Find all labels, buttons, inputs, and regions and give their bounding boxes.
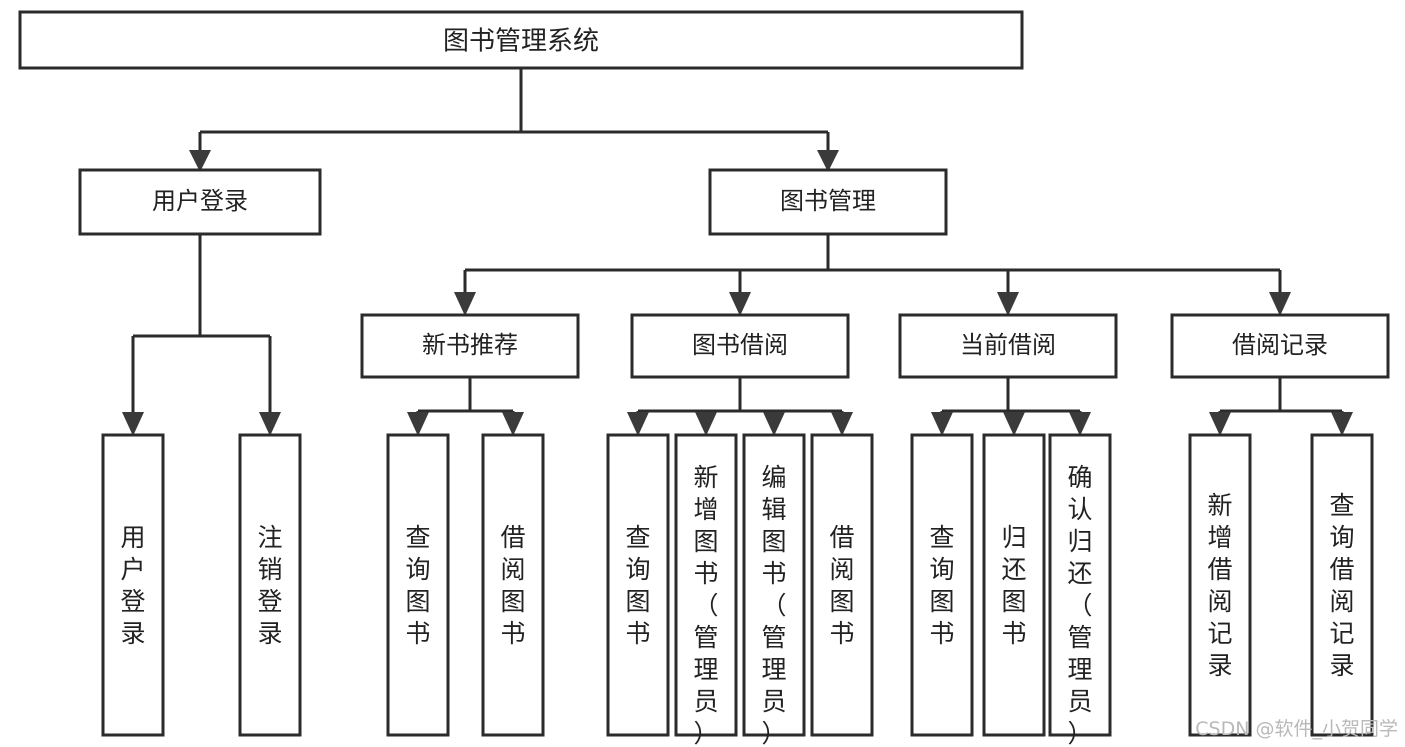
arrowhead-leaf-3 xyxy=(407,412,429,436)
node-new-book-recommend-box[interactable] xyxy=(360,313,580,379)
arrowhead-leaf-11 xyxy=(1069,412,1091,436)
leaf-node[interactable]: 注销登录 xyxy=(238,433,302,737)
leaf-node-label: 新增借阅记录 xyxy=(1207,491,1232,680)
leaf-node-label: 查询借阅记录 xyxy=(1329,491,1354,680)
arrowhead-leaf-4 xyxy=(502,412,524,436)
arrowhead-leaf-8 xyxy=(831,412,853,436)
node-borrow-record-box[interactable] xyxy=(1170,313,1390,379)
leaf-node-label: 查询图书 xyxy=(405,523,430,648)
leaf-node-label: 借阅图书 xyxy=(829,523,854,648)
leaf-node[interactable]: 新增借阅记录 xyxy=(1188,433,1252,737)
leaf-node[interactable]: 归还图书 xyxy=(982,433,1046,737)
arrowhead-leaf-5 xyxy=(627,412,649,436)
node-current-borrow-box[interactable] xyxy=(898,313,1118,379)
node-root-label: 图书管理系统 xyxy=(443,27,599,57)
leaf-node-label: 确认归还（管理员） xyxy=(1067,463,1092,747)
node-book-borrow-label: 图书借阅 xyxy=(692,331,788,359)
arrowhead-leaf-2 xyxy=(259,412,281,436)
leaf-node-box[interactable] xyxy=(101,433,165,737)
leaf-node[interactable]: 借阅图书 xyxy=(810,433,874,737)
leaf-node[interactable]: 查询图书 xyxy=(386,433,450,737)
arrowhead-book-mgmt xyxy=(817,150,839,172)
node-book-management-box[interactable] xyxy=(708,168,948,236)
node-book-management[interactable]: 图书管理 xyxy=(708,168,948,236)
arrowhead-user-login xyxy=(189,150,211,172)
leaf-node[interactable]: 查询图书 xyxy=(910,433,974,737)
leaf-node-box[interactable] xyxy=(674,433,738,737)
leaf-node[interactable]: 确认归还（管理员） xyxy=(1048,433,1112,747)
leaf-node-box[interactable] xyxy=(481,433,545,737)
node-current-borrow-label: 当前借阅 xyxy=(960,331,1056,359)
node-book-borrow-box[interactable] xyxy=(630,313,850,379)
node-user-login-label: 用户登录 xyxy=(152,187,248,215)
leaf-node-label: 编辑图书（管理员） xyxy=(761,463,786,747)
leaf-node[interactable]: 新增图书（管理员） xyxy=(674,433,738,747)
leaf-node-box[interactable] xyxy=(982,433,1046,737)
leaf-node-box[interactable] xyxy=(810,433,874,737)
arrowhead-leaf-6 xyxy=(695,412,717,436)
node-new-book-recommend-label: 新书推荐 xyxy=(422,331,518,359)
arrowhead-current-borrow xyxy=(997,292,1019,316)
csdn-watermark: CSDN @软件_小贺同学 xyxy=(1195,718,1398,740)
leaf-node[interactable]: 用户登录 xyxy=(101,433,165,737)
leaf-node-label: 查询图书 xyxy=(929,523,954,648)
node-user-login-box[interactable] xyxy=(78,168,322,236)
leaf-node-label: 查询图书 xyxy=(625,523,650,648)
leaf-node[interactable]: 编辑图书（管理员） xyxy=(742,433,806,747)
arrowhead-leaf-7 xyxy=(763,412,785,436)
leaf-node-box[interactable] xyxy=(238,433,302,737)
arrowhead-leaf-13 xyxy=(1331,412,1353,436)
leaf-node-box[interactable] xyxy=(386,433,450,737)
arrowhead-leaf-12 xyxy=(1209,412,1231,436)
connector-layer xyxy=(122,68,1353,436)
node-current-borrow[interactable]: 当前借阅 xyxy=(898,313,1118,379)
arrowhead-leaf-10 xyxy=(1003,412,1025,436)
node-borrow-record[interactable]: 借阅记录 xyxy=(1170,313,1390,379)
arrowhead-book-borrow xyxy=(729,292,751,316)
leaf-node-label: 归还图书 xyxy=(1001,523,1026,648)
node-book-management-label: 图书管理 xyxy=(780,187,876,215)
leaf-node-box[interactable] xyxy=(910,433,974,737)
arrowhead-leaf-9 xyxy=(931,412,953,436)
leaf-node-box[interactable] xyxy=(742,433,806,737)
leaf-node-layer: 用户登录 注销登录 查询图书 借阅图书 查询图书 新增图书（管理员） 编辑图书（管理员） 借阅… xyxy=(101,433,1374,747)
leaf-node[interactable]: 借阅图书 xyxy=(481,433,545,737)
arrowhead-new-book-rec xyxy=(454,292,476,316)
node-new-book-recommend[interactable]: 新书推荐 xyxy=(360,313,580,379)
node-book-borrow[interactable]: 图书借阅 xyxy=(630,313,850,379)
node-user-login[interactable]: 用户登录 xyxy=(78,168,322,236)
leaf-node-box[interactable] xyxy=(1048,433,1112,737)
leaf-node-label: 注销登录 xyxy=(257,523,282,648)
leaf-node-box[interactable] xyxy=(606,433,670,737)
node-root-box[interactable] xyxy=(18,10,1024,70)
leaf-node-label: 借阅图书 xyxy=(500,523,525,648)
arrowhead-borrow-record xyxy=(1269,292,1291,316)
arrowhead-leaf-1 xyxy=(122,412,144,436)
node-root[interactable]: 图书管理系统 xyxy=(18,10,1024,70)
leaf-node-label: 用户登录 xyxy=(120,523,145,648)
leaf-node[interactable]: 查询借阅记录 xyxy=(1310,433,1374,737)
node-borrow-record-label: 借阅记录 xyxy=(1232,331,1328,359)
leaf-node-label: 新增图书（管理员） xyxy=(693,463,718,747)
leaf-node[interactable]: 查询图书 xyxy=(606,433,670,737)
leaf-node-box[interactable] xyxy=(1310,433,1374,737)
leaf-node-box[interactable] xyxy=(1188,433,1252,737)
